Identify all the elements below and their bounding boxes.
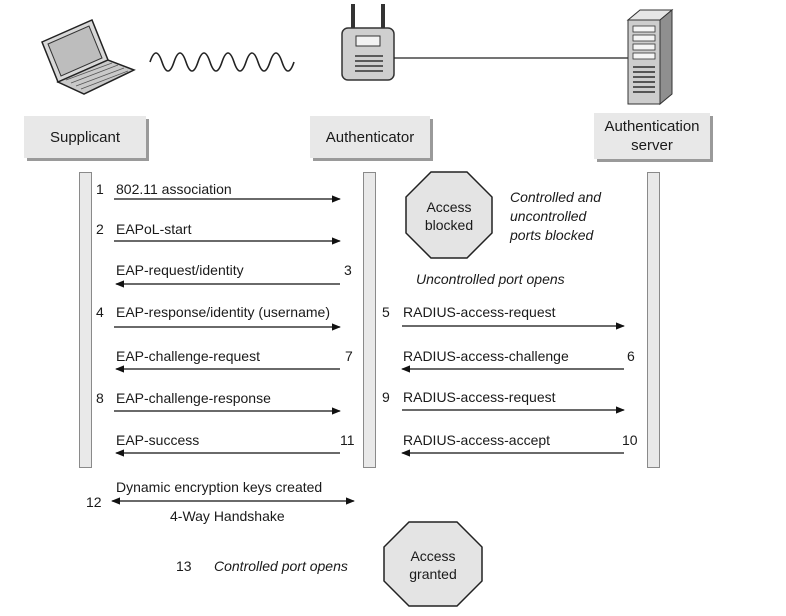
access-blocked-line1: Access	[426, 199, 472, 215]
step-number-8: 8	[96, 390, 104, 406]
ports-blocked-line1: Controlled and	[510, 189, 602, 205]
message-label-10: RADIUS-access-accept	[403, 432, 551, 448]
authenticator-lifeline	[363, 172, 376, 468]
message-label-3: EAP-request/identity	[116, 262, 244, 278]
laptop-icon	[41, 19, 136, 95]
auth-server-label-line1: Authentication	[604, 118, 700, 135]
access-blocked-octagon	[405, 171, 493, 259]
message-label-6: RADIUS-access-challenge	[403, 348, 569, 364]
supplicant-box: Supplicant	[24, 116, 146, 158]
auth-server-lifeline	[647, 172, 660, 468]
ports-blocked-note: Controlled and uncontrolled ports blocke…	[510, 188, 601, 245]
auth-server-label-line2: server	[631, 137, 673, 154]
message-label-1: 802.11 association	[116, 181, 232, 197]
ports-blocked-line2: uncontrolled	[510, 208, 587, 224]
authenticator-box: Authenticator	[310, 116, 430, 158]
access-granted-text: Access granted	[384, 545, 482, 585]
step-number-7: 7	[345, 348, 353, 364]
step-number-1: 1	[96, 181, 104, 197]
server-icon	[626, 8, 674, 106]
supplicant-lifeline	[79, 172, 92, 468]
access-blocked-line2: blocked	[424, 217, 474, 233]
step-number-4: 4	[96, 304, 104, 320]
ports-blocked-line3: ports blocked	[510, 227, 594, 243]
message-label-2: EAPoL-start	[116, 221, 192, 237]
supplicant-label: Supplicant	[49, 128, 121, 146]
step-number-11: 11	[340, 432, 355, 448]
message-label-12-top: Dynamic encryption keys created	[116, 479, 323, 495]
step-number-12: 12	[86, 494, 102, 510]
step-number-3: 3	[344, 262, 352, 278]
message-label-5: RADIUS-access-request	[403, 304, 556, 320]
access-granted-octagon	[383, 521, 483, 607]
auth-server-box: Authentication server	[594, 113, 710, 159]
step-number-5: 5	[382, 304, 390, 320]
message-label-11: EAP-success	[116, 432, 200, 448]
access-blocked-text: Access blocked	[406, 196, 492, 236]
step-number-2: 2	[96, 221, 104, 237]
step-number-10: 10	[622, 432, 638, 448]
step-number-9: 9	[382, 389, 390, 405]
step-number-13: 13	[176, 558, 192, 574]
step-number-6: 6	[627, 348, 635, 364]
access-granted-line2: granted	[409, 566, 457, 582]
message-label-9: RADIUS-access-request	[403, 389, 556, 405]
access-point-icon	[341, 4, 395, 81]
message-label-12-bottom: 4-Way Handshake	[170, 508, 285, 524]
message-label-7: EAP-challenge-request	[116, 348, 260, 364]
wireless-wave-icon	[149, 52, 295, 72]
message-label-8: EAP-challenge-response	[116, 390, 271, 406]
message-label-4: EAP-response/identity (username)	[116, 304, 330, 320]
uncontrolled-port-opens-note: Uncontrolled port opens	[416, 271, 565, 287]
access-granted-line1: Access	[410, 548, 456, 564]
authenticator-label: Authenticator	[325, 128, 415, 146]
controlled-port-opens-note: Controlled port opens	[214, 558, 348, 574]
